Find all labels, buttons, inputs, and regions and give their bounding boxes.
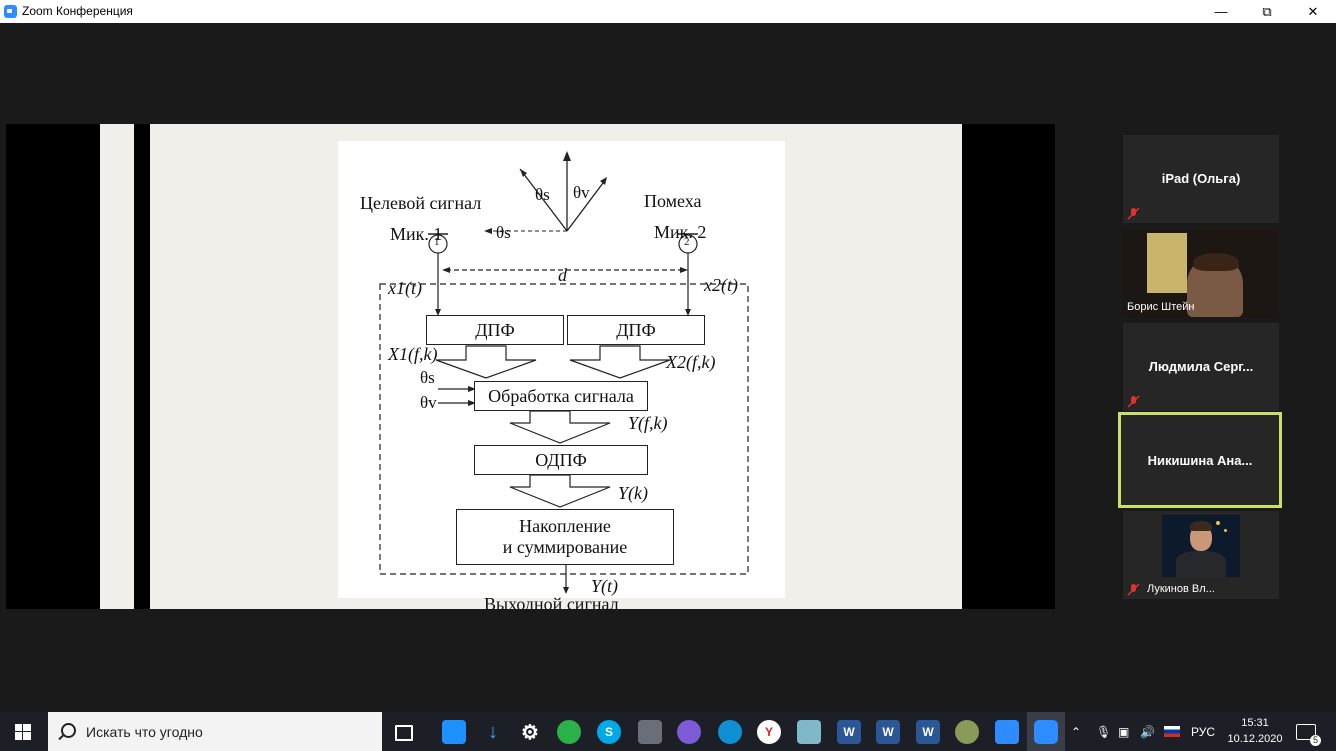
meeting-stage: Целевой сигнал Помеха Мик. 1 Мик. 2 1 2 … (0, 23, 1336, 713)
window-title: Zoom Конференция (22, 4, 133, 18)
maximize-button[interactable]: ⧉ (1262, 3, 1272, 19)
output-signal-label: Выходной сигнал (484, 594, 619, 614)
diagram-lines (379, 151, 749, 594)
mic2-number: 2 (684, 236, 690, 248)
Yfk-label: Y(f,k) (628, 413, 668, 433)
minimize-button[interactable]: — (1214, 4, 1228, 19)
participant-tile-video[interactable]: Лукинов Вл... (1123, 511, 1279, 599)
video-frame (1162, 515, 1240, 577)
idft-box: ОДПФ (474, 445, 648, 475)
accumulation-box: Накопление и суммирование (456, 509, 674, 565)
close-button[interactable]: ✕ (1307, 3, 1319, 19)
mail-app-icon[interactable] (442, 720, 466, 744)
theta-s-angle-label: θs (496, 223, 511, 242)
participant-name: Никишина Ана... (1147, 453, 1253, 468)
video-person-hair (1193, 253, 1239, 271)
zoom-meeting-icon (1034, 720, 1058, 744)
word-icon-1[interactable]: W (837, 720, 861, 744)
theta-s-label-top: θs (535, 185, 550, 204)
task-view-icon[interactable] (395, 725, 413, 741)
search-placeholder: Искать что угодно (86, 724, 203, 740)
show-hidden-icons[interactable]: ⌃ (1071, 724, 1082, 739)
notifications-icon[interactable]: 5 (1296, 712, 1321, 751)
notification-count: 5 (1310, 734, 1321, 746)
mic1-number: 1 (434, 236, 440, 248)
language-indicator[interactable]: РУС (1191, 724, 1216, 739)
taskbar-search[interactable]: Искать что угодно (48, 712, 382, 751)
zoom-active-taskbar-item[interactable] (1027, 712, 1065, 751)
mic1-label: Мик. 1 (390, 224, 443, 244)
notes-app-icon[interactable] (797, 720, 821, 744)
muted-mic-icon (1127, 395, 1140, 408)
viber-icon[interactable] (677, 720, 701, 744)
clock-time: 15:31 (1241, 717, 1269, 729)
muted-mic-icon (1127, 583, 1140, 596)
dft2-box: ДПФ (567, 315, 705, 345)
participant-name: Борис Штейн (1127, 301, 1195, 313)
participant-name: iPad (Ольга) (1161, 171, 1241, 186)
participant-tile[interactable]: iPad (Ольга) (1123, 135, 1279, 223)
X2-label: X2(f,k) (666, 352, 716, 372)
X1-label: X1(f,k) (388, 344, 438, 364)
participant-tile-active-speaker[interactable]: Никишина Ана... (1118, 412, 1282, 508)
microphone-icon[interactable]: 🎙 (1096, 724, 1112, 739)
participant-name: Людмила Серг... (1148, 359, 1254, 374)
Yk-label: Y(k) (618, 483, 648, 503)
russian-flag-icon[interactable] (1164, 712, 1180, 751)
windows-logo-icon (15, 723, 31, 740)
distance-label: d (558, 265, 567, 285)
taskbar-clock[interactable]: 15:31 10.12.2020 (1226, 715, 1284, 747)
signal-processing-box: Обработка сигнала (474, 381, 648, 411)
zoom-app-icon (4, 5, 17, 18)
x2-label: x2(t) (704, 275, 738, 295)
noise-label: Помеха (644, 191, 702, 211)
settings-gear-icon[interactable]: ⚙ (521, 721, 539, 744)
beamforming-diagram: Целевой сигнал Помеха Мик. 1 Мик. 2 1 2 … (338, 141, 785, 614)
volume-icon[interactable]: 🔊 (1140, 724, 1155, 739)
participant-tile-video[interactable]: Борис Штейн (1123, 229, 1279, 317)
clock-date: 10.12.2020 (1227, 733, 1283, 745)
edge-browser-icon[interactable] (718, 720, 742, 744)
dft1-box: ДПФ (426, 315, 564, 345)
mic2-label: Мик. 2 (654, 222, 707, 242)
theta-v-input: θv (420, 393, 437, 412)
target-signal-label: Целевой сигнал (360, 193, 482, 213)
clover-app-icon[interactable] (557, 720, 581, 744)
theta-s-input: θs (420, 368, 435, 387)
network-icon[interactable]: ▣ (1118, 724, 1130, 739)
slide-left-strip (100, 124, 134, 609)
calculator-icon[interactable] (638, 720, 662, 744)
window-title-bar: Zoom Конференция — ⧉ ✕ (0, 0, 1336, 23)
windows-taskbar: Искать что угодно ↓ ⚙ S Y W W W ⌃ 🎙 ▣ 🔊 … (0, 712, 1336, 751)
accumulation-line1: Накопление (519, 516, 611, 536)
word-icon-3[interactable]: W (916, 720, 940, 744)
x1-label: x1(t) (388, 278, 422, 298)
participant-name: Лукинов Вл... (1147, 583, 1215, 595)
participant-tile[interactable]: Людмила Серг... (1123, 323, 1279, 411)
accumulation-line2: и суммирование (502, 537, 628, 557)
download-icon[interactable]: ↓ (488, 720, 498, 743)
video-background (1147, 233, 1187, 293)
theta-v-label-top: θv (573, 183, 590, 202)
skype-icon[interactable]: S (597, 720, 621, 744)
word-icon-2[interactable]: W (876, 720, 900, 744)
Yt-label: Y(t) (591, 576, 618, 596)
zoom-taskbar-icon[interactable] (995, 720, 1019, 744)
start-button[interactable] (0, 712, 46, 751)
muted-mic-icon (1127, 207, 1140, 220)
paint-icon[interactable] (955, 720, 979, 744)
yandex-browser-icon[interactable]: Y (757, 720, 781, 744)
search-icon (61, 723, 76, 738)
